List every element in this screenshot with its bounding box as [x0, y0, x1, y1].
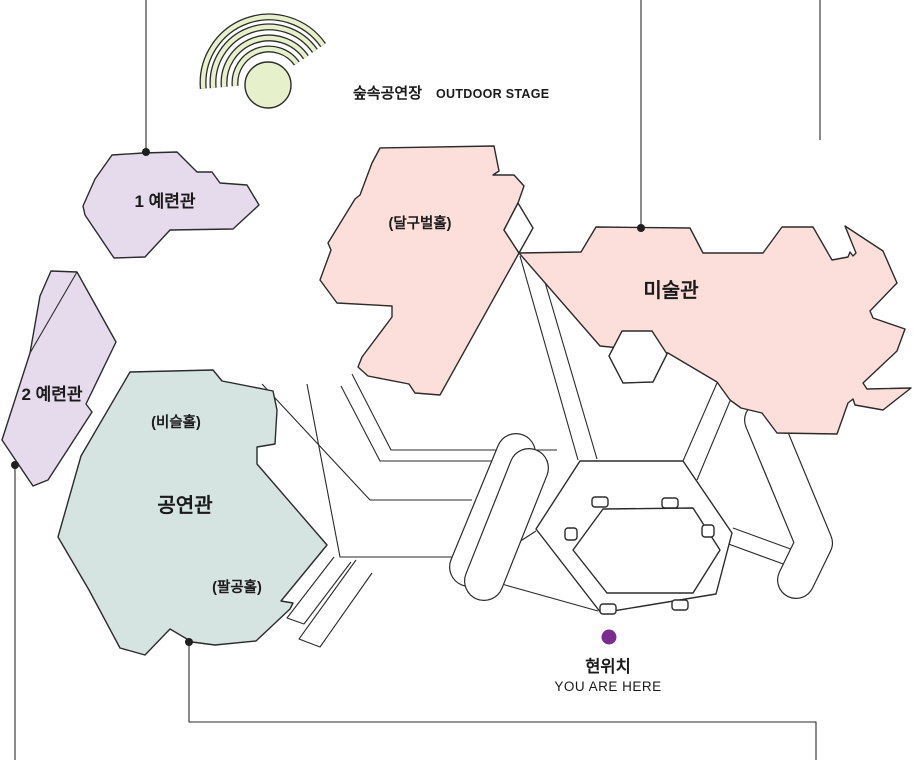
hexagon-tabs: [564, 496, 715, 615]
building-art-museum: [319, 145, 912, 435]
you-are-here-dot: [601, 629, 617, 645]
outdoor-stage-label-en: OUTDOOR STAGE: [436, 87, 549, 101]
central-hexagon-complex: [535, 460, 733, 615]
yeryeon2-inner-line: [29, 271, 78, 354]
yeryeon1-label: 1 예련관: [134, 192, 195, 211]
leader-dots: [11, 148, 645, 646]
outdoor-stage-icon: [199, 13, 326, 109]
building-yeryeon1: [82, 151, 260, 259]
performance-hall-label: 공연관: [157, 494, 213, 517]
art-museum-upper-wing: [319, 145, 525, 396]
you-are-here-label-en: YOU ARE HERE: [554, 679, 661, 694]
diamond-court: [503, 202, 534, 254]
you-are-here-label-ko: 현위치: [585, 657, 631, 676]
palgong-hall-label: (팔공홀): [212, 578, 262, 596]
art-museum-label: 미술관: [643, 279, 699, 302]
capsule-corridors: [449, 401, 833, 601]
hexagon-court: [608, 330, 668, 384]
art-museum-main-wing: [518, 225, 912, 435]
leader-line-performance-hall: [188, 642, 817, 760]
building-performance-hall: [57, 369, 328, 656]
inner-hexagon: [572, 507, 721, 594]
building-yeryeon2: [1, 270, 117, 487]
biseul-hall-label: (비슬홀): [151, 413, 201, 431]
outdoor-stage-label-ko: 숲속공연장: [353, 84, 422, 102]
yeryeon2-label: 2 예련관: [21, 385, 82, 404]
corridor-outlines: [261, 254, 797, 648]
connector-lines: [14, 0, 821, 760]
map-labels: 숲속공연장 OUTDOOR STAGE 1 예련관 2 예련관 (달구벌홀) 미…: [21, 84, 699, 694]
dalgubeol-hall-label: (달구벌홀): [388, 214, 451, 232]
stage-circle: [244, 61, 292, 109]
